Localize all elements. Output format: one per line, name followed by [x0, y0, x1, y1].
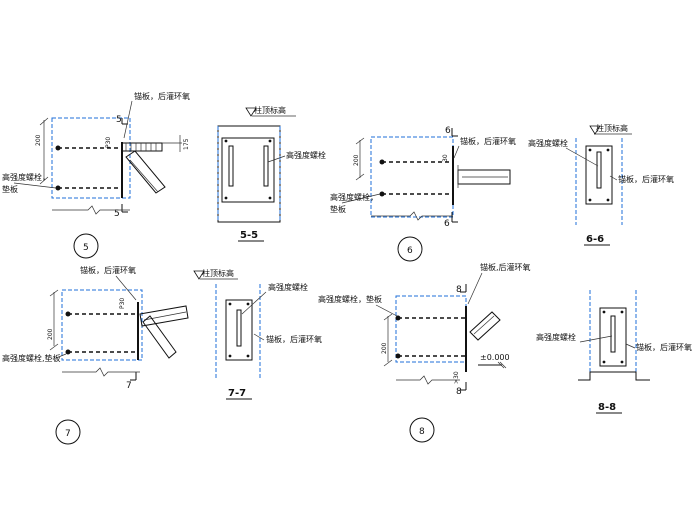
detail-7-elevation: 200 P30 7 锚板，后灌环氧 高强度螺栓,垫板 7 — [2, 265, 189, 445]
detail-8-anchor-label: 锚板,后灌环氧 — [480, 262, 531, 272]
section-8-8-anchor-label: 锚板，后灌环氧 — [636, 342, 692, 352]
detail-8-elevation-label: ±0.000 — [480, 353, 510, 362]
detail-7-column-outline — [61, 289, 143, 361]
detail-8-cut-mark-top: 8 — [456, 285, 462, 295]
detail-5-bolt-head-top — [55, 145, 61, 151]
detail-7-dim-200: 200 — [47, 328, 54, 340]
section-6-6-anchor-label: 锚板，后灌环氧 — [618, 174, 674, 184]
section-5-5-slot-right — [263, 145, 269, 187]
detail-8-column-outline — [395, 295, 467, 363]
section-8-8-title: 8-8 — [598, 402, 616, 413]
detail-6-elevation: 200 30 6 6 锚板，后灌环氧 高强度螺栓， 垫板 6 — [330, 126, 516, 262]
detail-5-dim-200: 200 — [35, 134, 42, 146]
section-8-8: 高强度螺栓 锚板，后灌环氧 8-8 — [536, 290, 692, 414]
detail-6-dim-30: 30 — [442, 154, 449, 162]
detail-7-number-circle — [55, 419, 81, 445]
detail-5-number-circle — [73, 233, 99, 259]
detail-5-dim-p30: P30 — [105, 137, 112, 148]
detail-8-bolt-label: 高强度螺栓，垫板 — [318, 294, 382, 304]
section-6-6-bolt-label: 高强度螺栓 — [528, 138, 568, 148]
detail-6-column-outline — [370, 136, 454, 218]
detail-6-bolt-label-2: 垫板 — [330, 204, 346, 214]
detail-7-break-line — [62, 367, 140, 377]
detail-8-break-line — [396, 375, 460, 385]
detail-6-anchor-label: 锚板，后灌环氧 — [460, 136, 516, 146]
section-5-5-top-label: 柱顶标高 — [254, 105, 286, 115]
section-7-7-anchor-label: 锚板，后灌环氧 — [266, 334, 322, 344]
detail-5-bracket-plate — [121, 142, 163, 152]
section-5-5-bolt-label: 高强度螺栓 — [286, 150, 326, 160]
section-7-7-slot — [236, 309, 242, 347]
section-5-5: 柱顶标高 高强度螺栓 5-5 — [217, 105, 326, 242]
detail-5-anchor-label: 锚板，后灌环氧 — [134, 91, 190, 101]
detail-8-dim-200: 200 — [381, 342, 388, 354]
detail-8-elevation: ±0.000 200 >30 8 8 锚板,后灌环氧 高强度螺栓，垫板 8 — [318, 262, 531, 443]
section-6-6: 柱顶标高 高强度螺栓 锚板，后灌环氧 6-6 — [528, 123, 674, 246]
detail-5-number: 5 — [83, 243, 89, 253]
section-5-5-anchor-plate — [221, 137, 275, 203]
section-6-6-title: 6-6 — [586, 234, 604, 245]
detail-6-dim-200: 200 — [353, 154, 360, 166]
detail-7-diagonal-brace — [142, 315, 177, 359]
detail-6-cut-mark-bottom: 6 — [444, 219, 450, 229]
detail-8-dim-gt30: >30 — [453, 371, 460, 384]
detail-7-anchor-label: 锚板，后灌环氧 — [80, 265, 136, 275]
detail-7-bolt-label: 高强度螺栓,垫板 — [2, 353, 61, 363]
section-8-8-bolt-label: 高强度螺栓 — [536, 332, 576, 342]
section-8-8-ground — [578, 371, 650, 381]
detail-6-break-line — [371, 211, 453, 221]
detail-5-bolt-label-1: 高强度螺栓， — [2, 172, 50, 182]
detail-5-break-line — [52, 205, 130, 215]
detail-6-cut-mark-top: 6 — [445, 126, 451, 136]
detail-5-bolt-head-bottom — [55, 185, 61, 191]
detail-5-dim-175: 175 — [183, 138, 190, 150]
section-7-7-top-label: 柱顶标高 — [202, 268, 234, 278]
section-8-8-slot — [610, 315, 616, 353]
section-6-6-top-label: 柱顶标高 — [596, 123, 628, 133]
detail-6-number: 6 — [407, 246, 413, 256]
detail-8-number: 8 — [419, 427, 425, 437]
detail-5-cut-mark-bottom: 5 — [114, 209, 120, 219]
section-6-6-anchor-plate — [585, 145, 613, 205]
detail-7-cut-mark-bottom: 7 — [126, 381, 132, 391]
detail-7-number: 7 — [65, 429, 71, 439]
detail-5-cut-mark-top: 5 — [116, 115, 122, 125]
section-7-7-title: 7-7 — [228, 388, 246, 399]
section-6-6-slot — [596, 151, 602, 189]
detail-6-number-circle — [397, 236, 423, 262]
section-7-7-bolt-label: 高强度螺栓 — [268, 282, 308, 292]
detail-5-bolt-label-2: 垫板 — [2, 184, 18, 194]
section-5-5-title: 5-5 — [240, 230, 258, 241]
detail-5-column-outline — [51, 117, 131, 199]
section-8-8-anchor-plate — [599, 307, 627, 367]
section-5-5-slot-left — [228, 145, 234, 187]
section-7-7: 柱顶标高 高强度螺栓 锚板，后灌环氧 7-7 — [193, 268, 322, 400]
detail-7-dim-p30: P30 — [119, 298, 126, 309]
detail-7-beam — [139, 305, 189, 327]
section-7-7-anchor-plate — [225, 299, 253, 361]
detail-5-elevation: 200 P30 175 5 5 锚板，后灌环氧 高强度螺栓， 垫板 5 — [2, 91, 190, 259]
detail-8-diagonal-brace — [469, 311, 501, 341]
detail-6-bolt-label-1: 高强度螺栓， — [330, 192, 378, 202]
detail-8-cut-mark-bottom: 8 — [456, 387, 462, 397]
detail-8-number-circle — [409, 417, 435, 443]
detail-5-diagonal-brace — [125, 150, 166, 194]
